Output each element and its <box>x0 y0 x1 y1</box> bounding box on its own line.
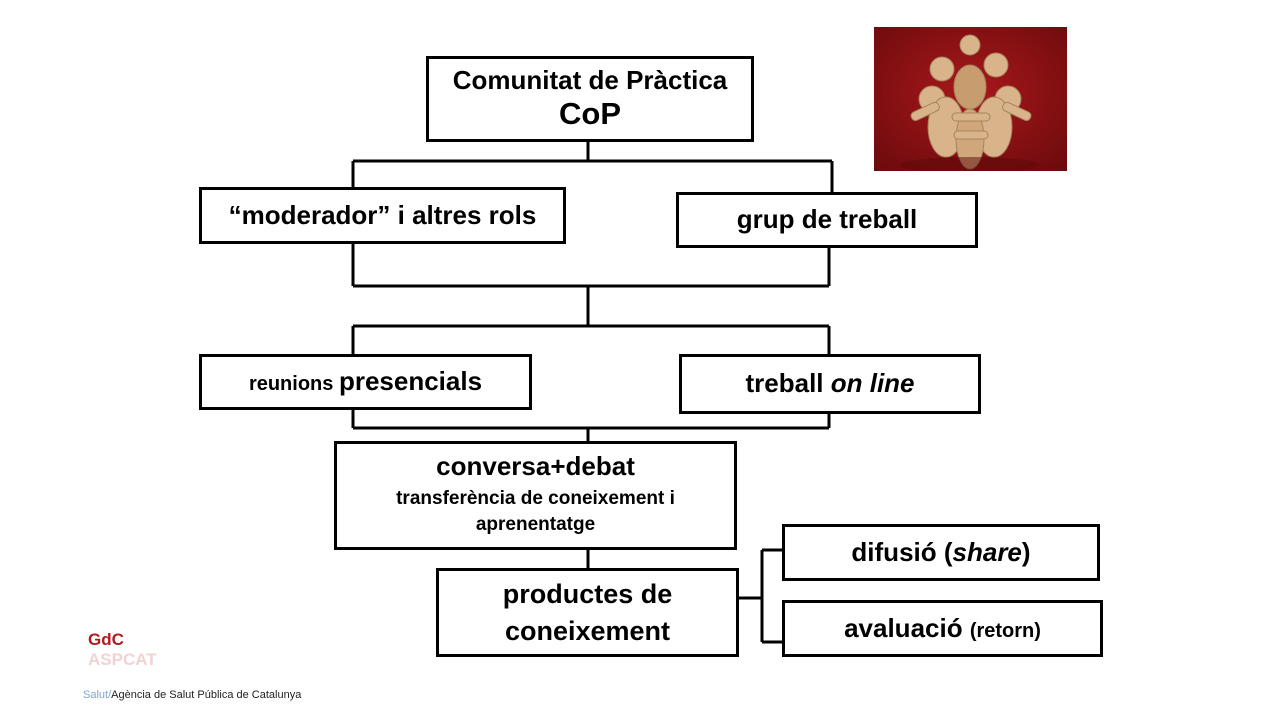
node-roles: “moderador” i altres rols <box>199 187 566 244</box>
working-group-label: grup de treball <box>736 204 918 235</box>
evaluation-label: avaluació (retorn) <box>844 612 1041 644</box>
footer-agency-name: Agència de Salut Pública de Catalunya <box>111 689 302 701</box>
evaluation-main: avaluació <box>844 612 970 643</box>
root-acronym: CoP <box>559 96 621 132</box>
meetings-prefix: reunions <box>248 373 339 396</box>
online-italic: on line <box>830 368 915 399</box>
node-share: difusió (share) <box>782 524 1100 581</box>
root-node-cop: Comunitat de Pràctica CoP <box>426 56 754 142</box>
mannequins-illustration <box>874 27 1067 171</box>
conversation-title: conversa+debat <box>436 450 635 481</box>
meetings-label: reunions presencials <box>248 366 483 397</box>
footer-agency: Salut/Agència de Salut Pública de Catalu… <box>83 689 301 701</box>
roles-label: “moderador” i altres rols <box>228 199 537 230</box>
node-working-group: grup de treball <box>676 192 978 248</box>
node-evaluation: avaluació (retorn) <box>782 600 1103 657</box>
share-suffix: ) <box>1021 536 1031 567</box>
share-italic: share <box>952 536 1022 567</box>
meetings-main: presencials <box>338 366 483 397</box>
node-online-work: treball on line <box>679 354 981 414</box>
share-label: difusió (share) <box>851 536 1031 568</box>
node-knowledge-products: productes de coneixement <box>436 568 739 657</box>
share-prefix: difusió ( <box>851 536 953 567</box>
root-title: Comunitat de Pràctica <box>452 65 728 96</box>
node-meetings: reunions presencials <box>199 354 532 410</box>
conversation-subtitle: transferència de coneixement i aprenenta… <box>396 487 675 536</box>
footer-salut: Salut/ <box>83 689 112 701</box>
gdc-aspcat-logo: GdC ASPCAT <box>88 630 157 669</box>
mannequins-photo <box>874 27 1067 171</box>
online-prefix: treball <box>745 368 831 399</box>
node-conversation: conversa+debat transferència de coneixem… <box>334 441 737 550</box>
products-label: productes de coneixement <box>502 579 673 646</box>
evaluation-small: (retorn) <box>969 619 1041 642</box>
logo-gdc: GdC <box>88 630 124 649</box>
online-label: treball on line <box>745 368 915 399</box>
logo-aspcat: ASPCAT <box>88 649 157 669</box>
